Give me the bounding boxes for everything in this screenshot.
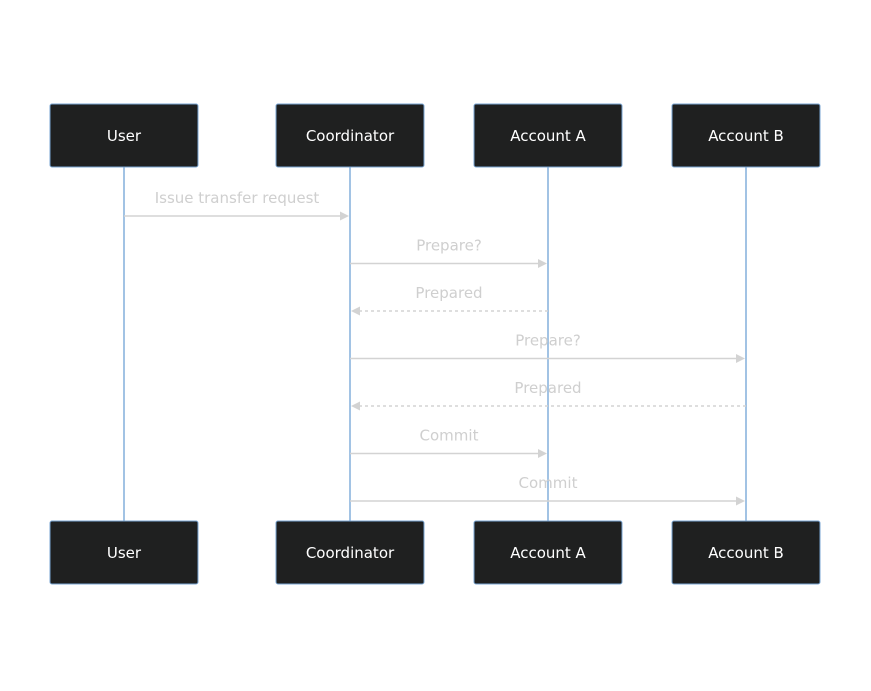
actor-label: User xyxy=(107,544,142,562)
actor-box xyxy=(671,103,821,168)
actor-box xyxy=(473,103,623,168)
arrowhead-icon xyxy=(351,306,360,316)
actor-account_a-bottom: Account A xyxy=(473,520,623,585)
message-3: Prepared xyxy=(351,284,548,316)
message-1: Issue transfer request xyxy=(124,189,349,221)
actor-account_b-bottom: Account B xyxy=(671,520,821,585)
actor-box xyxy=(49,520,199,585)
message-label: Commit xyxy=(519,474,578,492)
actor-box xyxy=(473,520,623,585)
arrowhead-icon xyxy=(351,401,360,411)
actor-coordinator-top: Coordinator xyxy=(275,103,425,168)
actor-account_b-top: Account B xyxy=(671,103,821,168)
actor-label: Coordinator xyxy=(306,127,395,145)
actors-top: User Coordinator Account A Account B xyxy=(49,103,821,168)
actor-box xyxy=(671,520,821,585)
arrowhead-icon xyxy=(340,211,349,221)
actors-bottom: User Coordinator Account A Account B xyxy=(49,520,821,585)
actor-coordinator-bottom: Coordinator xyxy=(275,520,425,585)
messages: Issue transfer requestPrepare?PreparedPr… xyxy=(124,189,746,506)
actor-label: Account A xyxy=(510,544,586,562)
arrowhead-icon xyxy=(736,496,745,506)
actor-user-bottom: User xyxy=(49,520,199,585)
message-label: Issue transfer request xyxy=(155,189,320,207)
arrowhead-icon xyxy=(538,259,547,268)
message-7: Commit xyxy=(350,474,745,506)
actor-label: Account A xyxy=(510,127,586,145)
actor-account_a-top: Account A xyxy=(473,103,623,168)
arrowhead-icon xyxy=(736,354,745,363)
actor-user-top: User xyxy=(49,103,199,168)
actor-label: Coordinator xyxy=(306,544,395,562)
message-4: Prepare? xyxy=(350,332,745,363)
actor-label: Account B xyxy=(708,544,784,562)
actor-box xyxy=(275,520,425,585)
message-6: Commit xyxy=(350,427,547,458)
message-label: Prepare? xyxy=(515,332,581,350)
actor-box xyxy=(49,103,199,168)
message-label: Prepared xyxy=(415,284,482,302)
message-5: Prepared xyxy=(351,379,746,411)
message-2: Prepare? xyxy=(350,237,547,268)
actor-box xyxy=(275,103,425,168)
arrowhead-icon xyxy=(538,449,547,458)
message-label: Prepare? xyxy=(416,237,482,255)
actor-label: User xyxy=(107,127,142,145)
message-label: Prepared xyxy=(514,379,581,397)
message-label: Commit xyxy=(420,427,479,445)
lifelines xyxy=(123,167,747,521)
actor-label: Account B xyxy=(708,127,784,145)
